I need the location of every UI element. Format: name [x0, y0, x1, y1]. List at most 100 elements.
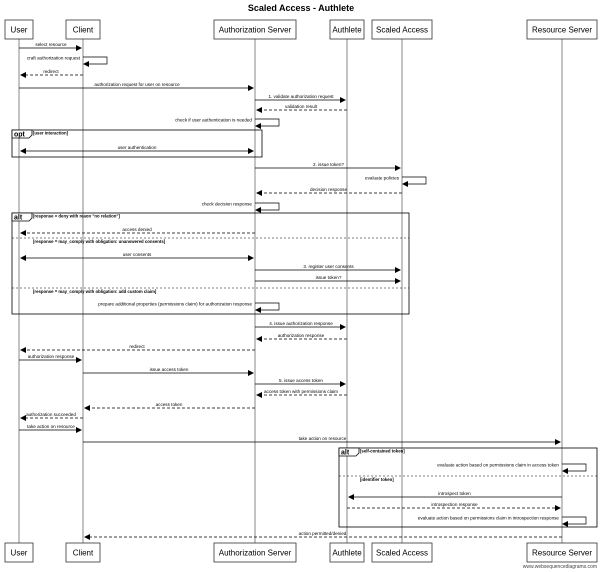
message-label: decision response — [310, 187, 347, 192]
fragment-alt: alt [self-contained token] [identifier tok… — [338, 447, 598, 528]
participant-box — [213, 542, 297, 563]
message-10: evaluate policies — [365, 176, 427, 187]
fragment-tab — [11, 212, 33, 222]
message-label: 4. issue authorization response — [269, 321, 333, 326]
participant-box — [526, 542, 598, 563]
participant-label: Client — [73, 26, 94, 35]
message-label: user authentication — [118, 145, 157, 150]
participant-label: Authorization Server — [219, 549, 292, 558]
message-label: 5. issue access token — [279, 378, 323, 383]
participant-rs-bottom: Resource Server — [526, 542, 598, 563]
message-label: introspection response — [431, 502, 478, 507]
message-label: action permitted/denied — [299, 531, 347, 536]
footer-credit: www.websequencediagrams.com — [523, 564, 597, 570]
message-14: user consents — [20, 252, 254, 261]
fragment-frame — [11, 212, 410, 315]
message-label: authorization succeeded — [26, 412, 76, 417]
messages: select resource craft authorization reque… — [19, 42, 587, 540]
message-32: evaluate action based on permissions cla… — [418, 516, 587, 527]
message-7: check if user authentication is needed — [175, 118, 280, 129]
message-label: take action on resource — [299, 436, 347, 441]
message-11: decision response — [256, 187, 402, 196]
participant-as-bottom: Authorization Server — [213, 542, 297, 563]
fragment-operator: alt — [14, 215, 23, 222]
message-5: 1. validate authorization request — [255, 94, 346, 103]
message-18: 4. issue authorization response — [255, 321, 346, 330]
message-6: validation result — [256, 104, 347, 113]
fragment-condition: [self-contained token] — [360, 449, 405, 454]
message-27: take action on resource — [19, 424, 82, 433]
participant-rs-top: Resource Server — [526, 19, 598, 40]
message-8: user authentication — [20, 145, 254, 154]
message-31: introspection response — [347, 502, 561, 511]
message-3: redirect — [20, 69, 83, 78]
participant-box — [329, 542, 365, 563]
participant-label: Scaled Access — [376, 26, 428, 35]
self-message-arrow — [562, 463, 587, 474]
participant-box — [371, 19, 433, 40]
self-message-arrow — [562, 516, 587, 527]
fragment-alt: alt[response = deny with reaon "no relat… — [11, 212, 410, 315]
self-message-arrow — [255, 302, 280, 313]
participant-label: Scaled Access — [376, 549, 428, 558]
message-label: authorization request for user on resour… — [94, 82, 180, 87]
message-label: issue token? — [316, 275, 342, 280]
participant-box — [213, 19, 297, 40]
message-label: authorization response — [278, 333, 325, 338]
participant-box — [371, 542, 433, 563]
message-label: redirect — [43, 69, 59, 74]
message-label: issue access token — [150, 367, 189, 372]
message-label: prepare additional properties (permissio… — [98, 302, 252, 307]
message-label: select resource — [35, 42, 67, 47]
message-23: 5. issue access token — [255, 378, 346, 387]
participant-box — [4, 19, 34, 40]
participant-label: Authlete — [332, 26, 362, 35]
participant-user-top: User — [4, 19, 34, 40]
participant-authlete-bottom: Authlete — [329, 542, 365, 563]
fragment-condition: [identifier token] — [360, 477, 394, 482]
message-label: user consents — [123, 252, 152, 257]
fragment-condition: [response = may_comply with obligation: … — [33, 289, 157, 294]
message-label: access token with permissions claim — [264, 389, 338, 394]
participant-client-top: Client — [65, 19, 101, 40]
message-2: craft authorization request — [27, 56, 108, 67]
message-19: authorization response — [256, 333, 347, 342]
participants-top: User Client Authorization Server Authlete Sc… — [4, 19, 598, 40]
message-21: authorization response — [19, 354, 82, 363]
fragment-operator: alt — [341, 450, 350, 457]
participant-box — [65, 542, 101, 563]
message-label: validation result — [285, 104, 318, 109]
participant-label: Resource Server — [532, 549, 592, 558]
message-label: take action on resource — [27, 424, 75, 429]
message-label: 2. issue token? — [313, 162, 344, 167]
fragment-operator: opt — [14, 132, 26, 139]
message-label: access denied — [122, 227, 152, 232]
fragments: opt [user interaction] alt[response = deny… — [11, 129, 598, 528]
fragment-condition: [user interaction] — [33, 131, 69, 136]
message-20: redirect — [20, 344, 255, 353]
fragment-tab — [338, 447, 360, 457]
message-16: issue token? — [255, 275, 401, 284]
participant-box — [526, 19, 598, 40]
participant-label: User — [11, 26, 28, 35]
participant-as-top: Authorization Server — [213, 19, 297, 40]
message-24: access token with permissions claim — [256, 389, 347, 398]
message-label: evaluate action based on permissions cla… — [418, 516, 560, 521]
message-1: select resource — [19, 42, 82, 51]
message-label: evaluate action based on permissions cla… — [437, 463, 559, 468]
message-label: authorization response — [28, 354, 75, 359]
participant-sa-top: Scaled Access — [371, 19, 433, 40]
message-29: evaluate action based on permissions cla… — [437, 463, 587, 474]
message-label: redirect — [129, 344, 145, 349]
message-26: authorization succeeded — [20, 412, 83, 421]
diagram-title: Scaled Access - Authlete — [248, 3, 354, 13]
participant-box — [65, 19, 101, 40]
message-28: take action on resource — [83, 436, 561, 445]
participant-authlete-top: Authlete — [329, 19, 365, 40]
participant-sa-bottom: Scaled Access — [371, 542, 433, 563]
fragment-opt: opt [user interaction] — [11, 129, 263, 158]
message-17: prepare additional properties (permissio… — [98, 302, 280, 313]
participant-label: Client — [73, 549, 94, 558]
